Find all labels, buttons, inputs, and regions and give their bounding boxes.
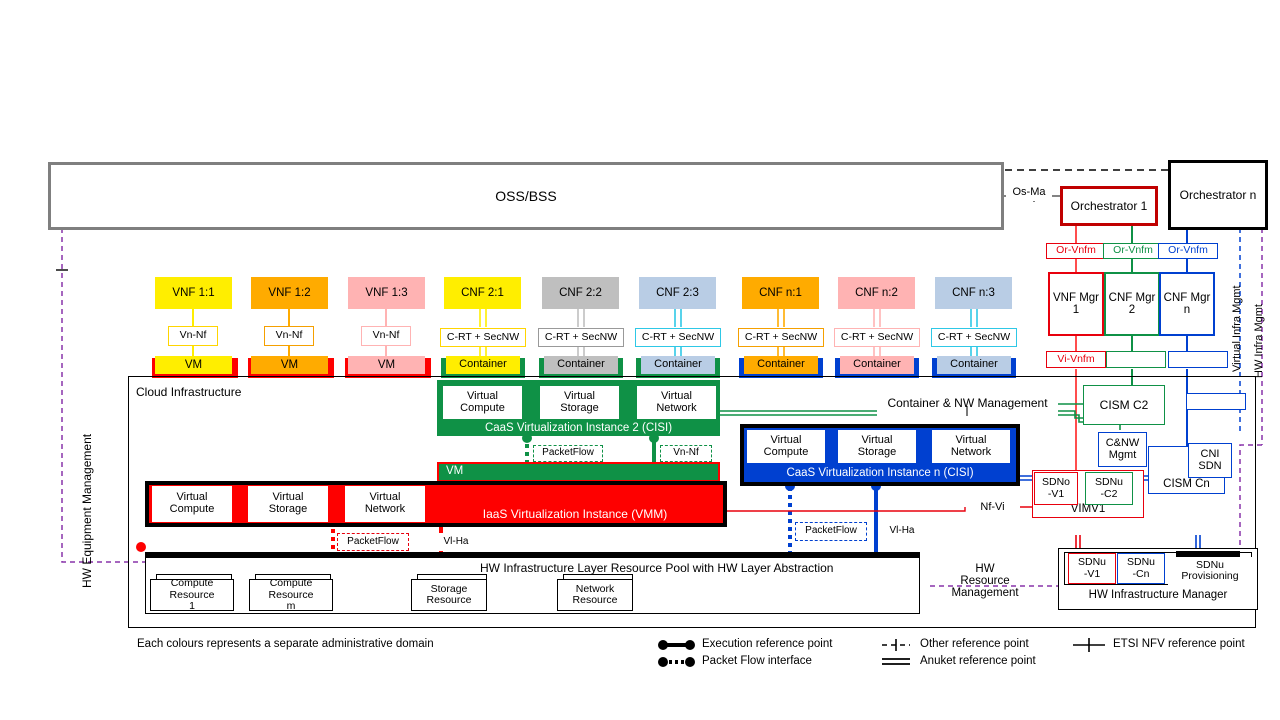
container-box-3[interactable]: Container (744, 356, 818, 374)
reference-point-or-vnfm-green: Or-Vnfm (1103, 243, 1163, 259)
cloud-infrastructure-box (128, 376, 1256, 628)
orchestrator-n-box[interactable]: Orchestrator n (1168, 160, 1268, 230)
reference-point-packetflow-caasn: PacketFlow (795, 522, 867, 541)
reference-point-blank-green (1106, 351, 1166, 368)
cism-c2-box[interactable]: CISM C2 (1083, 385, 1165, 425)
sdnu-c2-box[interactable]: SDNu-C2 (1085, 472, 1133, 505)
sdnu-cn-box[interactable]: SDNu-Cn (1117, 553, 1165, 584)
cnf-box-5[interactable]: CNF n:3 (935, 277, 1012, 309)
container-box-2[interactable]: Container (641, 356, 715, 374)
reference-point-vi-vnfm: Vi-Vnfm (1046, 351, 1106, 368)
cnf-box-2[interactable]: CNF 2:3 (639, 277, 716, 309)
reference-point-crt-secnw-3: C-RT + SecNW (738, 328, 824, 347)
vm-box-1[interactable]: VM (251, 356, 328, 374)
iaas-title: IaaS Virtualization Instance (VMM) (482, 506, 668, 521)
cnf-mgr-n-box[interactable]: CNF Mgr n (1159, 272, 1215, 336)
ossbss-box[interactable]: OSS/BSS (48, 162, 1004, 230)
reference-point-packetflow-caas2: PacketFlow (533, 445, 603, 462)
legend-item-packet-flow-interface: Packet Flow interface (702, 655, 812, 667)
reference-point-crt-secnw-1: C-RT + SecNW (538, 328, 624, 347)
container-nw-management-box[interactable]: Container & NW Management (887, 395, 1048, 410)
reference-point-vn-nf-1: Vn-Nf (264, 326, 314, 346)
cnf-box-0[interactable]: CNF 2:1 (444, 277, 521, 309)
reference-point-vl-ha-caasn: Vl-Ha (878, 522, 926, 541)
container-box-5[interactable]: Container (937, 356, 1011, 374)
hw-infrastructure-manager-label: HW Infrastructure Manager (1088, 588, 1228, 601)
caas2-title: CaaS Virtualization Instance 2 (CISI) (484, 421, 673, 434)
caasn-title: CaaS Virtualization Instance n (CISI) (786, 466, 974, 479)
vm-box-2[interactable]: VM (348, 356, 425, 374)
legend-item-execution-reference-point: Execution reference point (702, 638, 833, 650)
sdnu-v1-box[interactable]: SDNu-V1 (1068, 553, 1116, 584)
vnf-box-1[interactable]: VNF 1:2 (251, 277, 328, 309)
reference-point-vn-nf-0: Vn-Nf (168, 326, 218, 346)
sdnu-provisioning-bar (1176, 551, 1240, 557)
vm-box-0[interactable]: VM (155, 356, 232, 374)
vnf-box-2[interactable]: VNF 1:3 (348, 277, 425, 309)
container-box-0[interactable]: Container (446, 356, 520, 374)
legend-item-anuket-reference-point: Anuket reference point (920, 655, 1036, 667)
caas2-vm-label: VM (446, 465, 464, 477)
caas2-vm-outline (437, 462, 720, 482)
container-box-1[interactable]: Container (544, 356, 618, 374)
legend-item-etsi-nfv-reference-point: ETSI NFV reference point (1113, 638, 1245, 650)
reference-point-vn-nf-2: Vn-Nf (361, 326, 411, 346)
cnf-mgr-2-box[interactable]: CNF Mgr 2 (1104, 272, 1160, 336)
reference-point-blank-blue-2 (1186, 393, 1246, 410)
legend-item-other-reference-point: Other reference point (920, 638, 1029, 650)
reference-point-crt-secnw-0: C-RT + SecNW (440, 328, 526, 347)
vnf-box-0[interactable]: VNF 1:1 (155, 277, 232, 309)
reference-point-crt-secnw-5: C-RT + SecNW (931, 328, 1017, 347)
reference-point-vl-ha-iaas: Vl-Ha (432, 533, 480, 551)
cnf-box-4[interactable]: CNF n:2 (838, 277, 915, 309)
orchestrator-1-box[interactable]: Orchestrator 1 (1060, 186, 1158, 226)
reference-point-crt-secnw-4: C-RT + SecNW (834, 328, 920, 347)
container-box-4[interactable]: Container (840, 356, 914, 374)
reference-point-vn-nf-caas2: Vn-Nf (660, 445, 712, 462)
reference-point-or-vnfm-red: Or-Vnfm (1046, 243, 1106, 259)
reference-point-crt-secnw-2: C-RT + SecNW (635, 328, 721, 347)
vnf-mgr-1-box[interactable]: VNF Mgr 1 (1048, 272, 1104, 336)
hw-pool-title: HW Infrastructure Layer Resource Pool wi… (480, 561, 834, 575)
reference-point-blank-blue (1168, 351, 1228, 368)
label-hw-equipment-management: HW Equipment Management (80, 433, 94, 588)
label-virtual-infra-mgmt: Virtual Infra Mgmt (1231, 285, 1243, 372)
reference-point-nf-vi: Nf-Vi (980, 501, 1005, 514)
cnf-box-3[interactable]: CNF n:1 (742, 277, 819, 309)
label-hw-infra-mgmt: HW Infra Mgmt (1253, 304, 1265, 378)
reference-point-packetflow-iaas: PacketFlow (337, 533, 409, 551)
reference-point-os-ma: Os-Ma (1006, 185, 1052, 201)
iaas-panel (145, 481, 727, 527)
cloud-infrastructure-label: Cloud Infrastructure (136, 385, 242, 399)
legend-note: Each colours represents a separate admin… (137, 638, 434, 650)
sdno-v1-box[interactable]: SDNo-V1 (1034, 472, 1078, 505)
reference-point-or-vnfm-blue: Or-Vnfm (1158, 243, 1218, 259)
hw-pool-bar (145, 552, 920, 560)
cnf-box-1[interactable]: CNF 2:2 (542, 277, 619, 309)
